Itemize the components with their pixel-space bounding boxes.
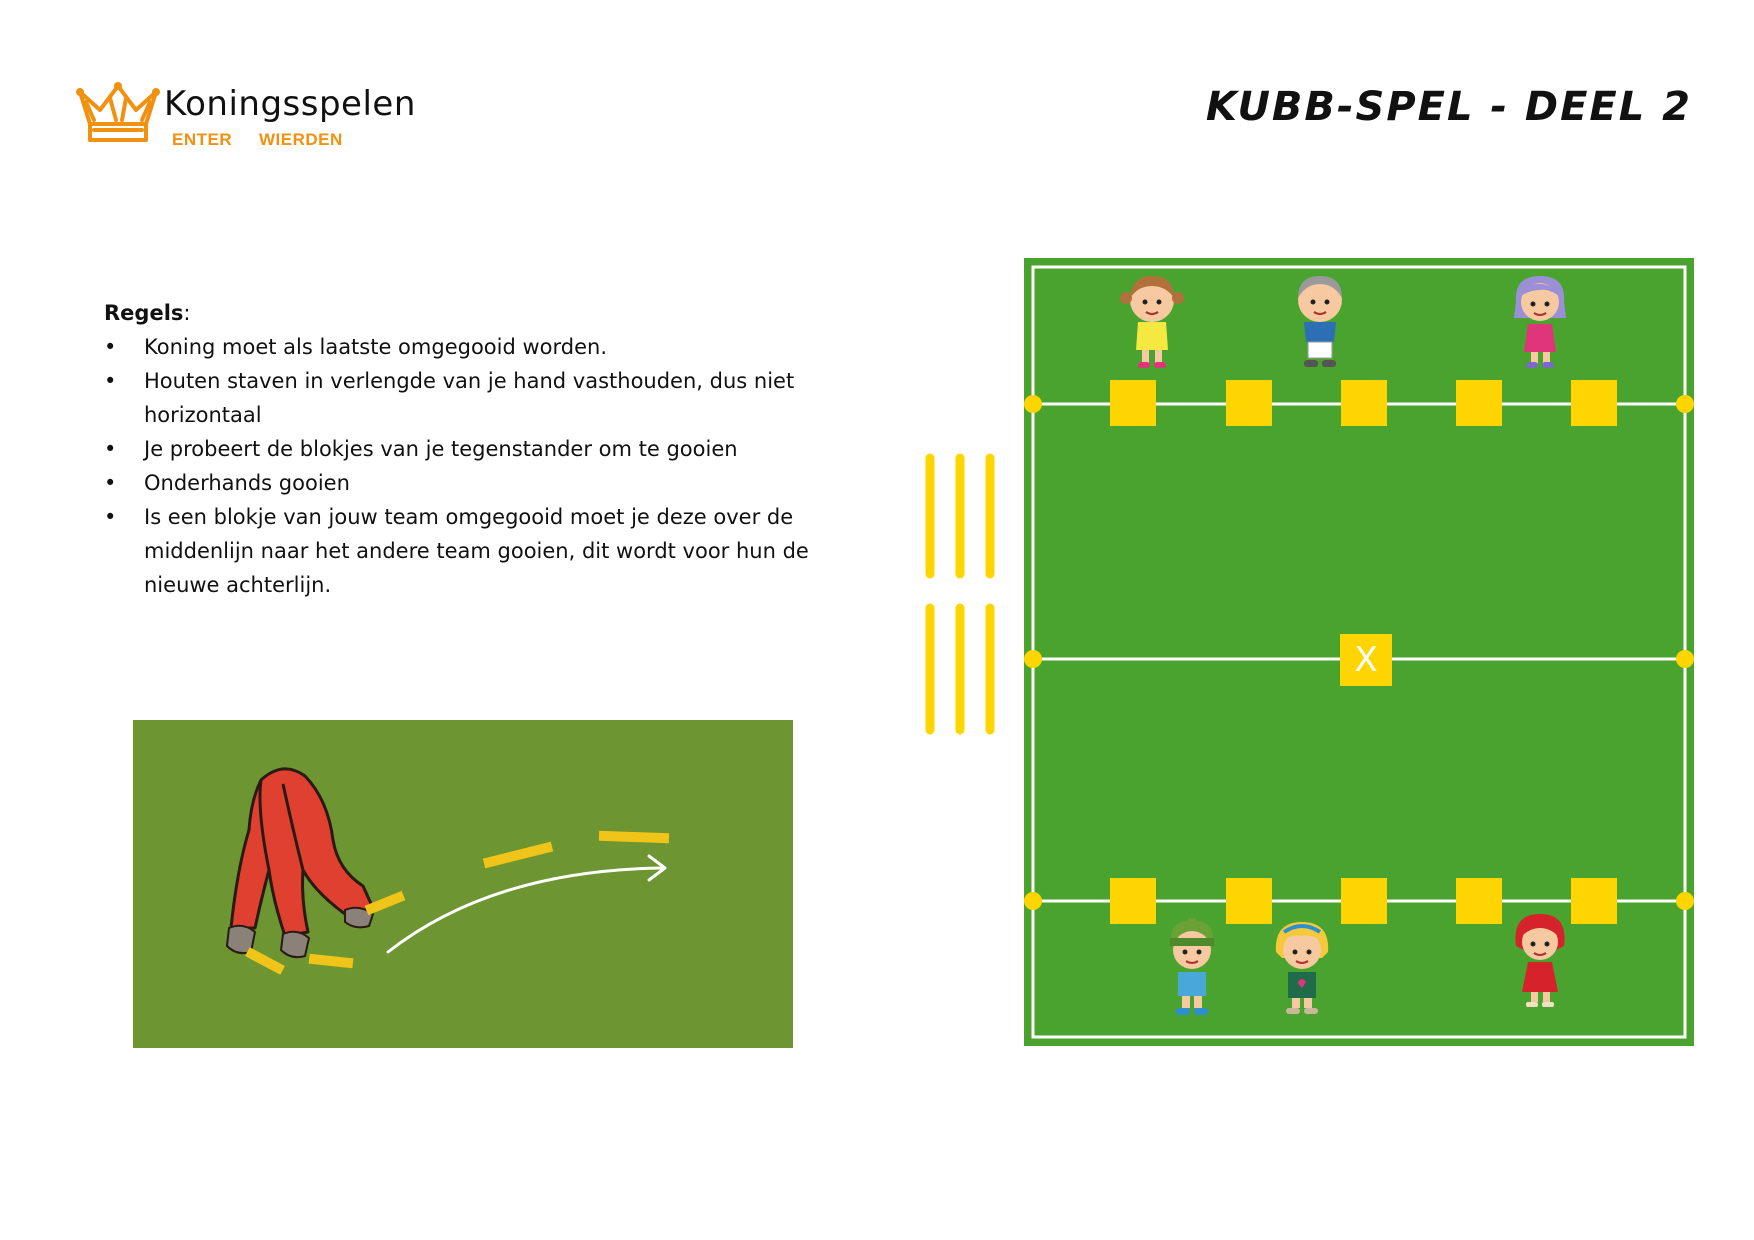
bullet: • xyxy=(104,369,117,393)
line-marker xyxy=(1024,650,1042,668)
kubb-block xyxy=(1571,878,1617,924)
line-marker xyxy=(1024,892,1042,910)
rules-heading-line: Regels: xyxy=(104,296,824,330)
rules-heading: Regels xyxy=(104,301,184,325)
kubb-block xyxy=(1341,380,1387,426)
rule-text: Je probeert de blokjes van je tegenstand… xyxy=(144,437,738,461)
kid-figure xyxy=(1170,918,1214,1015)
arrow-icon xyxy=(386,866,665,954)
kubb-block xyxy=(1571,380,1617,426)
throwing-person-illustration xyxy=(133,720,793,1048)
bullet: • xyxy=(104,335,117,359)
kubb-block xyxy=(1226,380,1272,426)
kid-figure xyxy=(1514,276,1566,368)
rule-text: Koning moet als laatste omgegooid worden… xyxy=(144,335,608,359)
bullet: • xyxy=(104,505,117,529)
logo: Koningsspelen ENTER WIERDEN xyxy=(76,80,415,150)
rules-section: Regels: • Koning moet als laatste omgegoo… xyxy=(104,296,824,602)
kubb-field xyxy=(1024,258,1694,1046)
stick xyxy=(598,830,670,844)
kid-figure xyxy=(1298,276,1342,367)
kubb-block xyxy=(1341,878,1387,924)
kid-figure xyxy=(1515,914,1565,1007)
kid-figure xyxy=(1120,276,1184,368)
list-item: • Houten staven in verlengde van je hand … xyxy=(104,364,824,432)
rule-text: Onderhands gooien xyxy=(144,471,350,495)
line-marker xyxy=(1676,395,1694,413)
bullet: • xyxy=(104,471,117,495)
stick xyxy=(244,947,286,975)
list-item: • Je probeert de blokjes van je tegenstan… xyxy=(104,432,824,466)
page-title: KUBB-SPEL - DEEL 2 xyxy=(1205,84,1692,130)
throwing-sticks xyxy=(925,453,995,735)
crown-icon xyxy=(76,82,160,142)
list-item: • Onderhands gooien xyxy=(104,466,824,500)
list-item: • Is een blokje van jouw team omgegooid m… xyxy=(104,500,824,602)
bullet: • xyxy=(104,437,117,461)
brand-name: Koningsspelen xyxy=(164,84,416,124)
kubb-block xyxy=(1456,380,1502,426)
rules-list: • Koning moet als laatste omgegooid worde… xyxy=(104,330,824,602)
brand-sub-wierden: WIERDEN xyxy=(259,130,343,149)
brand-sub-enter: ENTER xyxy=(172,130,233,149)
line-marker xyxy=(1676,650,1694,668)
throwing-figure xyxy=(225,767,375,959)
king-label: X xyxy=(1354,640,1378,680)
list-item: • Koning moet als laatste omgegooid worde… xyxy=(104,330,824,364)
kid-figure xyxy=(1275,922,1329,1014)
rule-text: Is een blokje van jouw team omgegooid mo… xyxy=(144,505,809,597)
stick xyxy=(308,953,354,969)
line-marker xyxy=(1676,892,1694,910)
rule-text: Houten staven in verlengde van je hand v… xyxy=(144,369,795,427)
stick xyxy=(364,890,406,916)
king-block xyxy=(1340,634,1392,686)
kubb-block xyxy=(1110,878,1156,924)
kubb-block xyxy=(1456,878,1502,924)
rules-heading-colon: : xyxy=(183,301,191,325)
stick xyxy=(482,841,554,869)
line-marker xyxy=(1024,395,1042,413)
kubb-block xyxy=(1226,878,1272,924)
kubb-block xyxy=(1110,380,1156,426)
